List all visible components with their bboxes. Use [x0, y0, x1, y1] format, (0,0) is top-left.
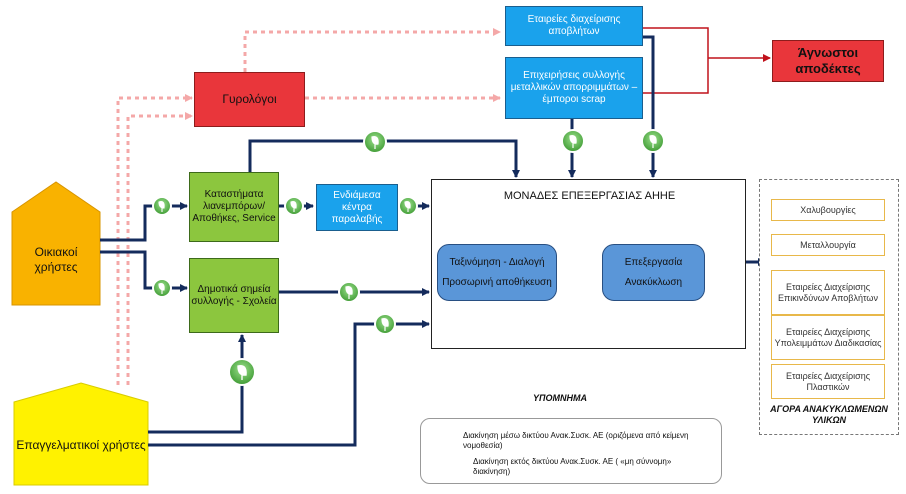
green-leaf-circle-icon: [284, 196, 304, 216]
metal-scrap-label: Επιχειρήσεις συλλογής μεταλλικών απορριμ…: [510, 70, 638, 105]
green-leaf-circle-icon: [374, 313, 396, 335]
green-leaf-circle-icon: [641, 129, 665, 153]
green-leaf-circle-icon: [398, 196, 418, 216]
green-leaf-circle-icon: [152, 196, 172, 216]
processing-recycling-box: Επεξεργασία Ανακύκλωση: [602, 244, 705, 301]
storage-label: Προσωρινή αποθήκευση: [442, 276, 552, 288]
sorting-storage-box: Ταξινόμηση - Διαλογή Προσωρινή αποθήκευσ…: [437, 244, 557, 301]
legend-item-outside-network: Διακίνηση εκτός δικτύου Ανακ.Συσκ. ΑΕ ( …: [473, 457, 672, 476]
market-item-label: Χαλυβουργίες: [800, 204, 856, 215]
municipal-label: Δημοτικά σημεία συλλογής - Σχολεία: [191, 283, 277, 307]
unknown-recipient-arrows: [643, 27, 771, 94]
recycling-label: Ανακύκλωση: [624, 276, 683, 288]
retail-label: Καταστήματα λιανεμπόρων/ Αποθήκες, Servi…: [192, 189, 276, 224]
professional-users-label: Επαγγελματικοί χρήστες: [16, 438, 146, 452]
professional-users: Επαγγελματικοί χρήστες: [14, 392, 148, 485]
market-item-label: Μεταλλουργία: [800, 239, 856, 250]
household-house-shape: [11, 181, 101, 306]
household-users: Οικιακοί χρήστες: [12, 200, 100, 305]
metal-scrap-collectors: Επιχειρήσεις συλλογής μεταλλικών απορριμ…: [505, 57, 643, 119]
market-item-metallurgy: Μεταλλουργία: [771, 234, 885, 256]
illicit-flow-paths: [116, 28, 501, 385]
market-item-label: Εταιρείες Διαχείρισης Επικινδύνων Αποβλή…: [778, 281, 878, 303]
unknown-recipients: Άγνωστοι αποδέκτες: [772, 40, 884, 82]
waste-management-label: Εταιρείες διαχείρισης αποβλήτων: [527, 14, 621, 37]
unknown-recipients-label: Άγνωστοι αποδέκτες: [795, 45, 861, 76]
legend-title: ΥΠΟΜΝΗΜΑ: [533, 393, 587, 403]
sorting-label: Ταξινόμηση - Διαλογή: [449, 256, 545, 268]
green-leaf-circle-icon: [338, 281, 360, 303]
market-item-residues: Εταιρείες Διαχείρισης Υπολειμμάτων Διαδι…: [771, 315, 885, 360]
market-item-steel: Χαλυβουργίες: [771, 199, 885, 221]
processing-units-title: ΜΟΝΑΔΕΣ ΕΠΕΞΕΡΓΑΣΙΑΣ ΑΗΗΕ: [503, 190, 676, 202]
market-item-label: Εταιρείες Διαχείρισης Υπολειμμάτων Διαδι…: [774, 326, 882, 348]
green-leaf-circle-icon: [561, 129, 585, 153]
market-item-plastics: Εταιρείες Διαχείρισης Πλαστικών: [771, 364, 885, 399]
legend-box: Διακίνηση μέσω δικτύου Ανακ.Συσκ. ΑΕ (ορ…: [420, 418, 722, 484]
intermediate-label: Ενδιάμεσα κέντρα παραλαβής: [331, 189, 383, 225]
gyrologoi: Γυρολόγοι: [194, 72, 305, 127]
legend-item-network: Διακίνηση μέσω δικτύου Ανακ.Συσκ. ΑΕ (ορ…: [463, 431, 689, 450]
gyrologoi-label: Γυρολόγοι: [222, 92, 277, 107]
market-caption: ΑΓΟΡΑ ΑΝΑΚΥΚΛΩΜΕΝΩΝ ΥΛΙΚΩΝ: [770, 404, 888, 426]
processing-label: Επεξεργασία: [624, 256, 683, 268]
municipal-collection-points: Δημοτικά σημεία συλλογής - Σχολεία: [189, 258, 279, 333]
waste-management-companies: Εταιρείες διαχείρισης αποβλήτων: [505, 6, 643, 46]
market-item-label: Εταιρείες Διαχείρισης Πλαστικών: [785, 370, 871, 392]
green-leaf-circle-icon: [363, 130, 387, 154]
green-leaf-circle-icon: [152, 278, 172, 298]
market-item-hazardous: Εταιρείες Διαχείρισης Επικινδύνων Αποβλή…: [771, 270, 885, 315]
intermediate-centres: Ενδιάμεσα κέντρα παραλαβής: [316, 184, 398, 231]
household-users-label: Οικιακοί χρήστες: [34, 244, 78, 274]
green-leaf-circle-icon: [228, 358, 256, 386]
retail-stores: Καταστήματα λιανεμπόρων/ Αποθήκες, Servi…: [189, 172, 279, 242]
